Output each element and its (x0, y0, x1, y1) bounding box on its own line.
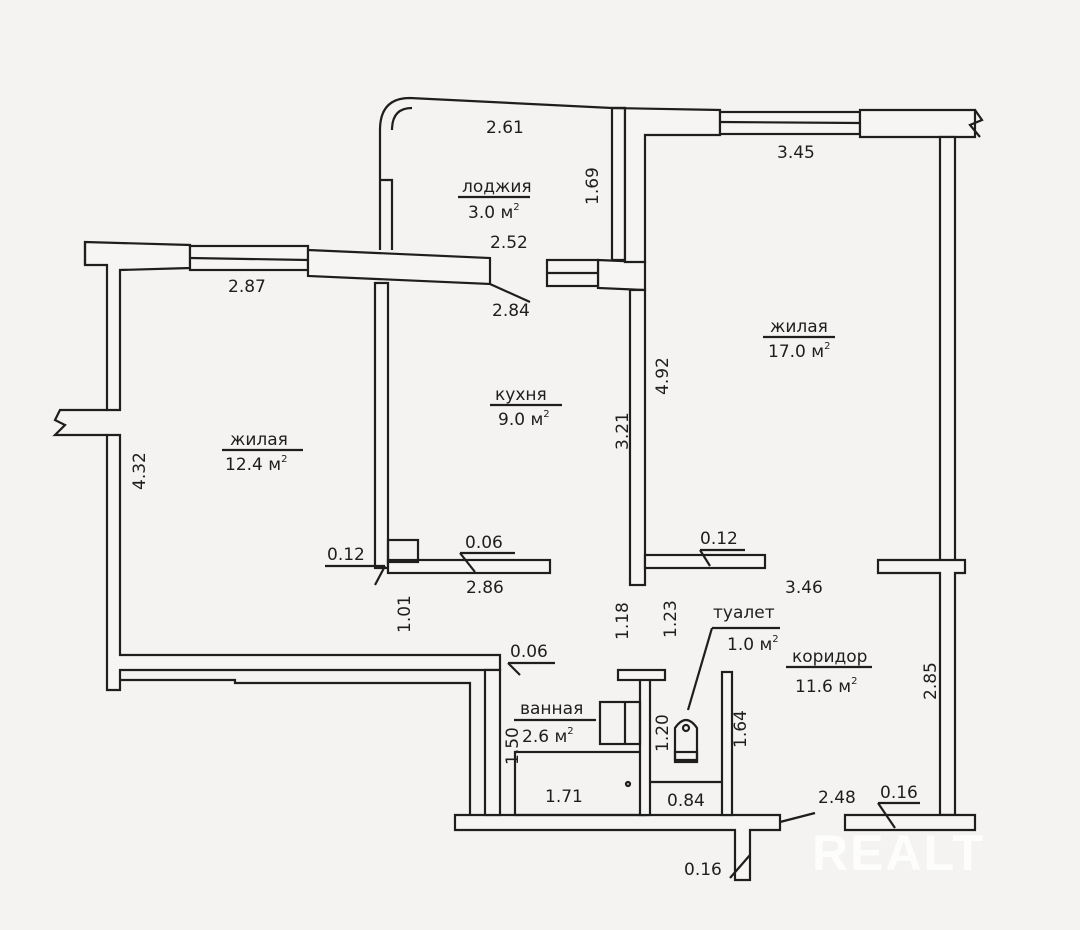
dim-toilet-bottom: 0.84 (667, 791, 705, 811)
room-area: 17.0 м2 (768, 341, 830, 362)
dimension-leaders (325, 282, 920, 879)
room-name: туалет (713, 603, 775, 623)
dim-kitchen-top: 2.84 (492, 301, 530, 321)
room-area: 3.0 м2 (468, 202, 520, 223)
dim-corridor-top: 3.46 (785, 578, 823, 598)
dim-kitchen-wall2: 0.06 (465, 533, 503, 553)
room-kitchen: кухня 9.0 м2 (490, 385, 562, 430)
room-area: 9.0 м2 (498, 409, 550, 430)
room-area: 1.0 м2 (727, 634, 779, 655)
dim-loggia-bottom: 2.52 (490, 233, 528, 253)
dim-bottom-wall: 0.16 (684, 860, 722, 880)
room-living-right: жилая 17.0 м2 (763, 317, 835, 362)
room-name: жилая (230, 430, 288, 450)
dim-door-left: 1.01 (395, 595, 415, 633)
room-name: лоджия (462, 177, 532, 197)
room-area: 2.6 м2 (522, 726, 574, 747)
room-bathroom: ванная 2.6 м2 (514, 699, 596, 747)
dim-left-room-side: 4.32 (130, 452, 150, 490)
room-loggia: лоджия 3.0 м2 (458, 177, 532, 223)
dim-top-right: 3.45 (777, 143, 815, 163)
dim-kitchen-right: 3.21 (613, 412, 633, 450)
room-name: жилая (770, 317, 828, 337)
walls (52, 96, 984, 882)
dim-bath-side: 1.50 (503, 727, 523, 765)
dim-loggia-top: 2.61 (486, 118, 524, 138)
dim-right-room-left: 4.92 (653, 357, 673, 395)
dimension-labels: 2.61 1.69 2.52 3.45 2.87 2.84 4.92 3.21 … (130, 118, 941, 880)
room-living-left: жилая 12.4 м2 (222, 430, 303, 475)
dim-loggia-side: 1.69 (583, 167, 603, 205)
dim-entrance: 2.48 (818, 788, 856, 808)
room-name: коридор (792, 647, 867, 667)
room-area: 11.6 м2 (795, 676, 857, 697)
dim-kitchen-wall: 0.12 (327, 545, 365, 565)
dim-right-wall: 0.12 (700, 529, 738, 549)
room-corridor: коридор 11.6 м2 (786, 647, 872, 697)
dim-toilet-right: 1.64 (731, 710, 751, 748)
dim-door-mid: 1.18 (613, 602, 633, 640)
room-toilet: туалет 1.0 м2 (713, 603, 779, 655)
dim-kitchen-bottom: 2.86 (466, 578, 504, 598)
dim-door-right: 1.23 (661, 600, 681, 638)
dim-outer-wall: 0.16 (880, 783, 918, 803)
watermark-logo: REALT (812, 825, 985, 881)
dim-bath-wall: 0.06 (510, 642, 548, 662)
room-area: 12.4 м2 (225, 454, 287, 475)
room-name: ванная (520, 699, 583, 719)
dim-bath-bottom: 1.71 (545, 787, 583, 807)
toilet-icon (673, 627, 714, 764)
dim-left-top: 2.87 (228, 277, 266, 297)
dim-corridor-side: 2.85 (921, 662, 941, 700)
room-name: кухня (495, 385, 547, 405)
dim-toilet-side: 1.20 (653, 714, 673, 752)
